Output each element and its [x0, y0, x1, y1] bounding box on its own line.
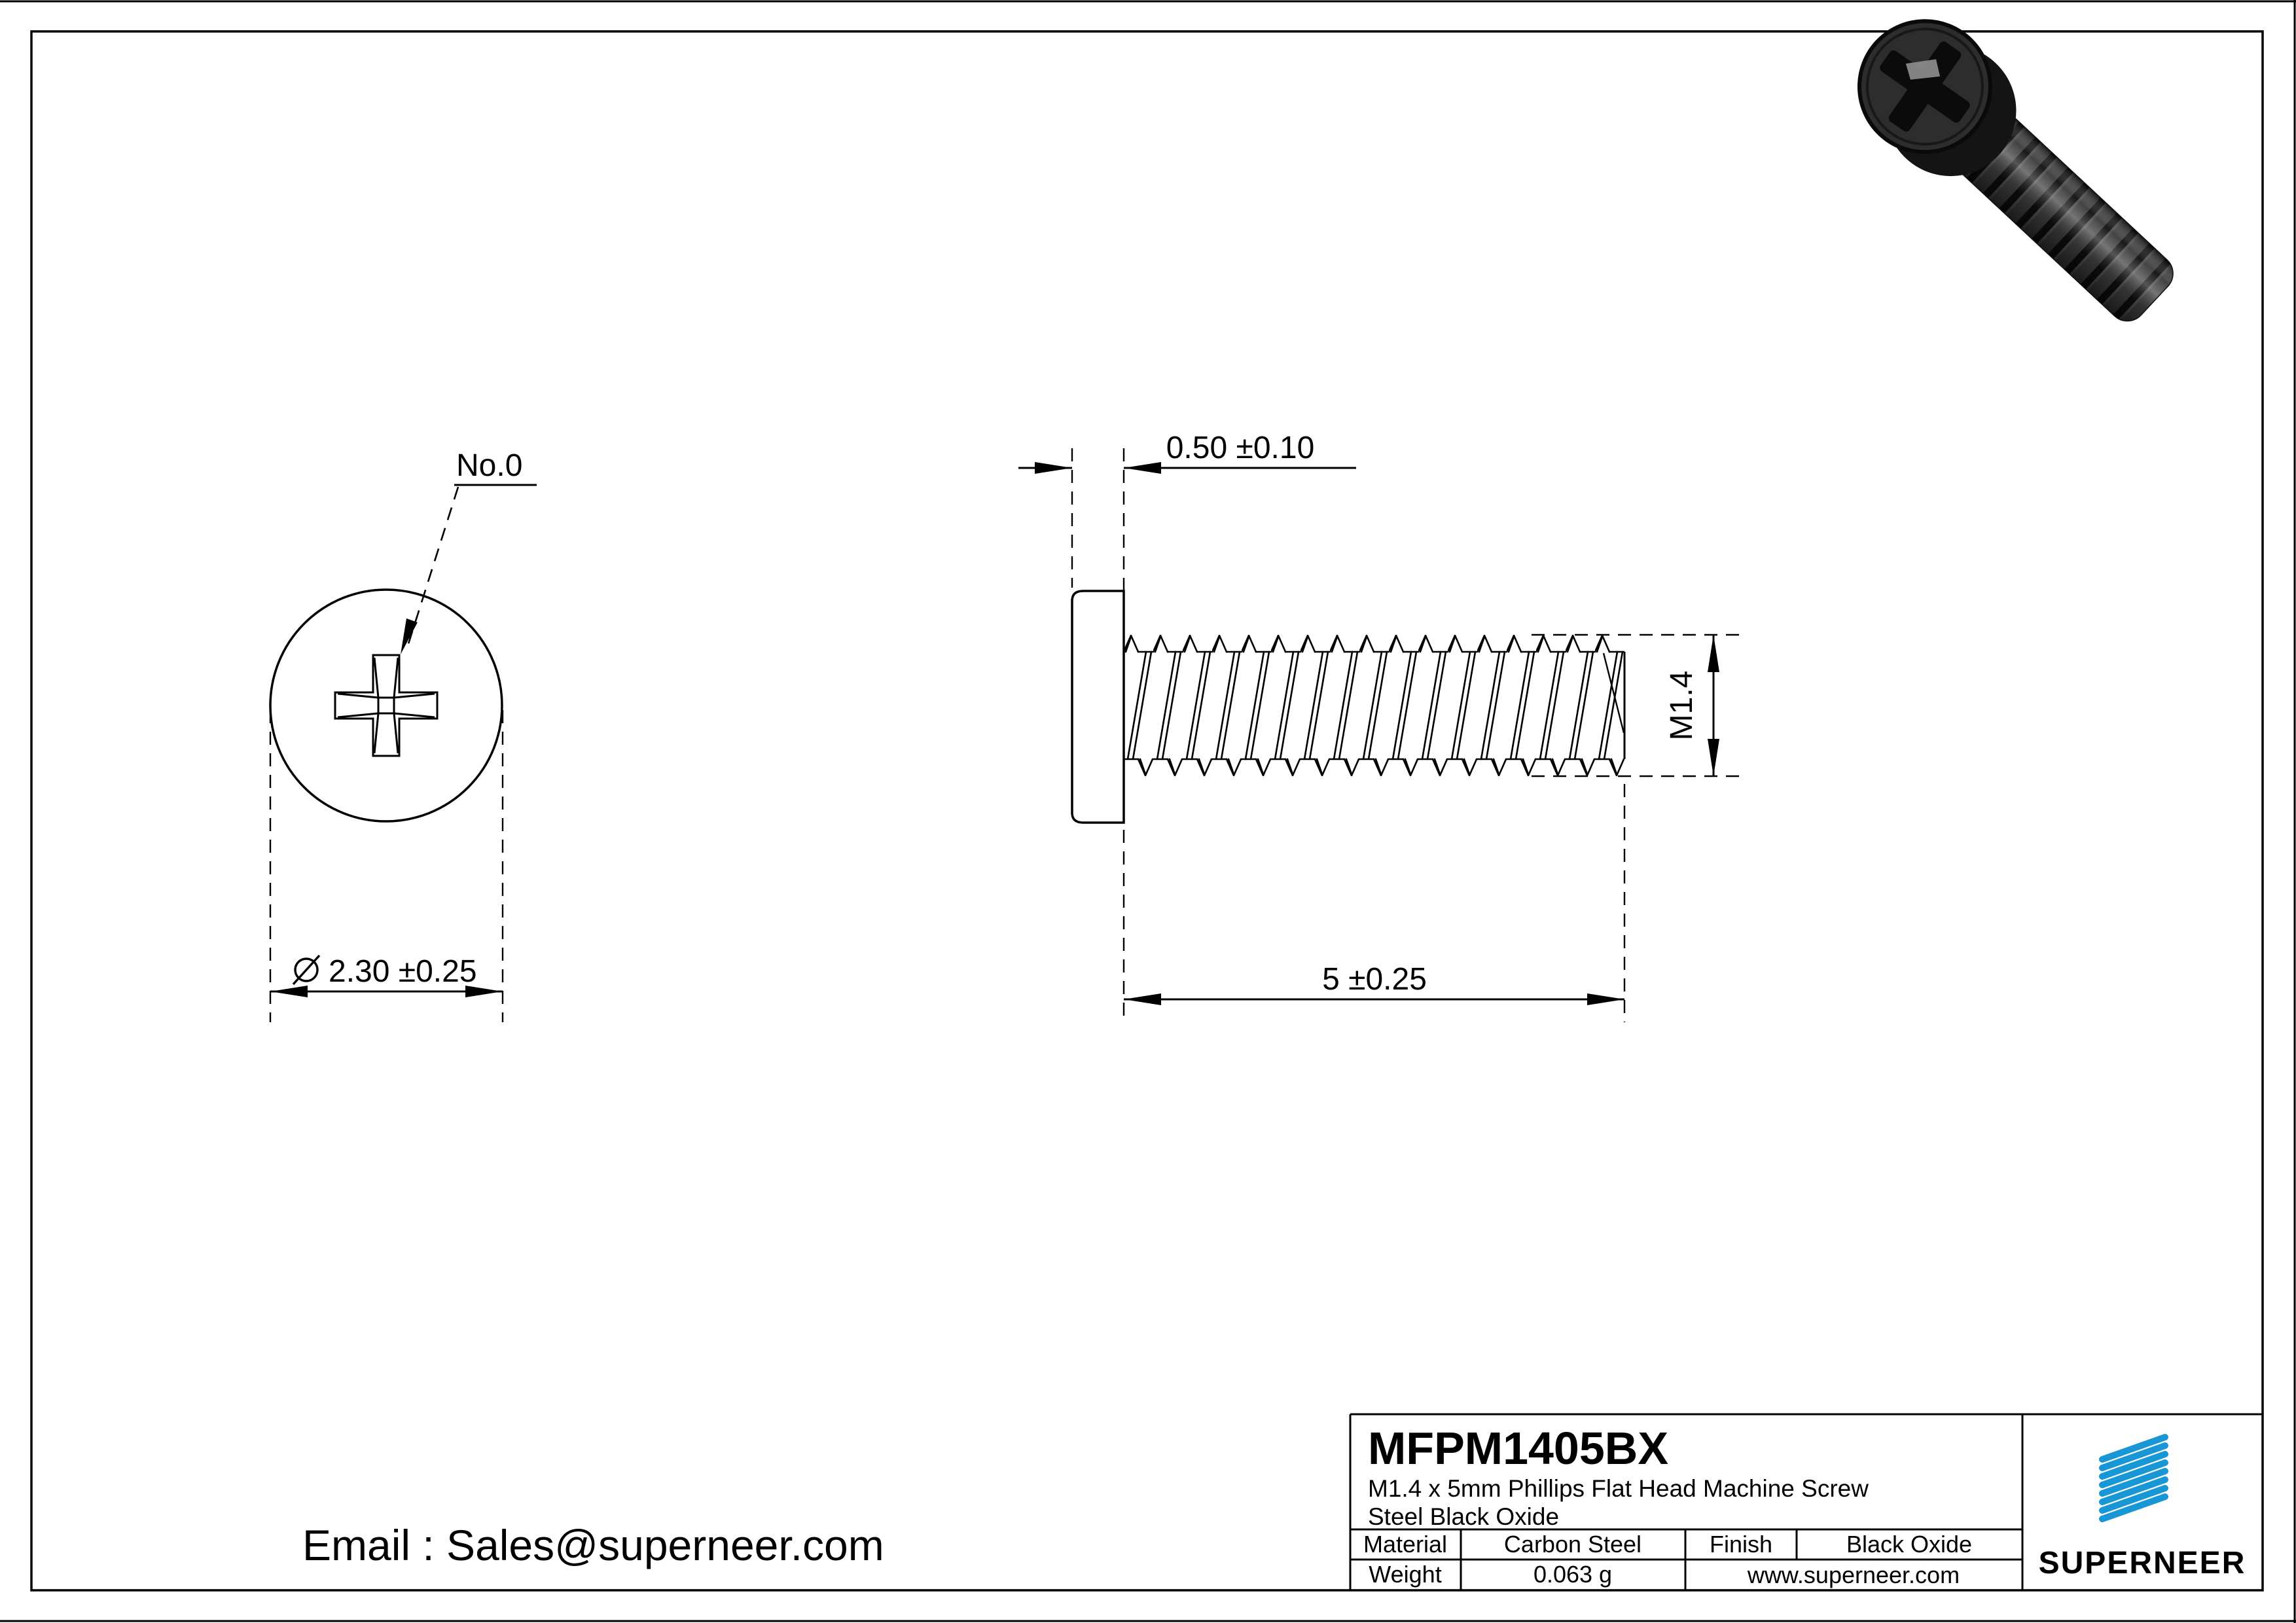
- weight-label: Weight: [1369, 1561, 1441, 1588]
- recess-leader-line: [406, 486, 459, 649]
- thread-runout-line: [1602, 652, 1625, 734]
- leader-arrowhead-icon: [401, 618, 418, 654]
- material-label: Material: [1363, 1531, 1447, 1558]
- part-number: MFPM1405BX: [1368, 1423, 1668, 1474]
- diameter-symbol-icon: [292, 954, 321, 986]
- drawing-frame: [30, 30, 2264, 1592]
- diameter-dim-text: 2.30 ±0.25: [329, 954, 477, 989]
- dim-arrowhead-icon: [1124, 993, 1161, 1005]
- dim-arrowhead-icon: [1587, 993, 1624, 1005]
- dim-arrowhead-icon: [1708, 739, 1719, 776]
- head-height-dim-text: 0.50 ±0.10: [1166, 431, 1315, 465]
- recess-size-label: No.0: [456, 448, 522, 483]
- contact-email: Email : Sales@superneer.com: [302, 1521, 884, 1569]
- thread-profile: [1124, 635, 1624, 776]
- finish-label: Finish: [1710, 1531, 1772, 1558]
- dim-arrowhead-icon: [1035, 462, 1072, 474]
- photo-shank-shading: [1942, 99, 2173, 321]
- dim-arrowhead-icon: [465, 986, 503, 997]
- website-link[interactable]: www.superneer.com: [1747, 1561, 1960, 1588]
- side-view: 0.50 ±0.10 M1.4 5 ±0.25: [1018, 431, 1744, 1022]
- title-block: MFPM1405BX M1.4 x 5mm Phillips Flat Head…: [1349, 1413, 2263, 1590]
- dim-arrowhead-icon: [1124, 462, 1161, 474]
- finish-value: Black Oxide: [1846, 1531, 1972, 1558]
- screw-head-profile: [1071, 590, 1125, 824]
- brand-name: SUPERNEER: [2039, 1546, 2246, 1580]
- dim-arrowhead-icon: [270, 986, 308, 997]
- photo-head-rim: [1865, 27, 1984, 146]
- phillips-recess-icon: [334, 654, 439, 757]
- material-value: Carbon Steel: [1504, 1531, 1641, 1558]
- dim-arrowhead-icon: [1708, 635, 1719, 672]
- photo-phillips-cross-icon: [1880, 41, 1970, 132]
- length-dim-text: 5 ±0.25: [1322, 962, 1427, 997]
- thread-dim-text: M1.4: [1664, 671, 1699, 741]
- front-view: No.0 2.30 ±0.25: [269, 448, 537, 1022]
- weight-value: 0.063 g: [1534, 1561, 1612, 1588]
- superneer-logo-icon: [2099, 1434, 2168, 1522]
- part-description-line1: M1.4 x 5mm Phillips Flat Head Machine Sc…: [1368, 1475, 1869, 1502]
- product-photo: [1857, 19, 2174, 322]
- part-description-line2: Steel Black Oxide: [1368, 1503, 1559, 1530]
- screw-head-outline: [269, 588, 503, 823]
